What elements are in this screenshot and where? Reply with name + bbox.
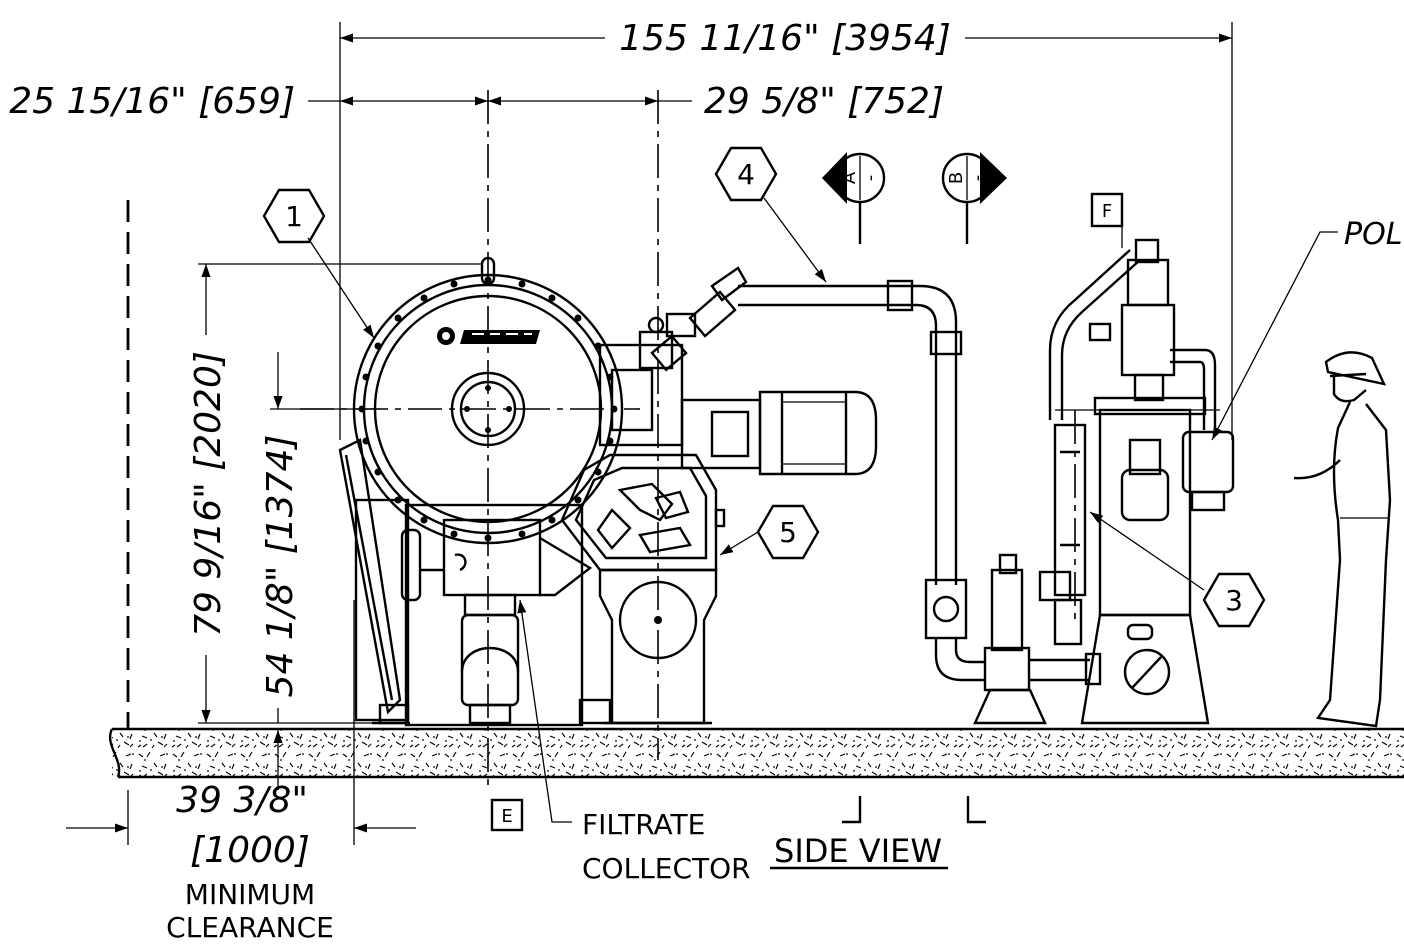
detail-tag-e: E — [490, 798, 524, 832]
dimension-center-offset: 29 5/8" [752] — [488, 81, 944, 122]
dimension-center-height: 54 1/8" [1374] — [260, 352, 301, 790]
svg-text:F: F — [1102, 201, 1112, 222]
clearance-label: CLEARANCE — [166, 911, 334, 944]
overall-height-label: 79 9/16" [2020] — [188, 351, 229, 637]
callout-3: 3 — [1089, 511, 1266, 628]
center-height-label: 54 1/8" [1374] — [260, 435, 301, 698]
section-markers-bottom — [842, 796, 986, 824]
svg-text:5: 5 — [779, 516, 797, 549]
filter-vessel — [1053, 396, 1210, 725]
pump-skid — [973, 553, 1102, 725]
svg-text:-: - — [967, 175, 988, 182]
callout-5: 5 — [719, 504, 820, 560]
svg-text:1: 1 — [285, 200, 303, 233]
inlet-valve — [638, 266, 748, 372]
svg-text:POL: POL — [1344, 217, 1402, 252]
svg-text:4: 4 — [737, 158, 755, 191]
rotating-chamber — [560, 453, 726, 572]
brand-logo — [437, 327, 540, 345]
dimension-left-offset: 25 15/16" [659] — [9, 81, 488, 122]
chamber-pedestal — [598, 568, 718, 725]
clearance-mm-label: [1000] — [190, 830, 310, 871]
svg-text:E: E — [501, 806, 512, 827]
dimension-overall-height: 79 9/16" [2020] — [188, 264, 229, 723]
dimension-clearance: 39 3/8" [1000] MINIMUM CLEARANCE — [66, 780, 416, 944]
svg-text:SIDE VIEW: SIDE VIEW — [774, 832, 942, 870]
svg-text:B: B — [946, 172, 967, 184]
callout-1: 1 — [262, 188, 375, 339]
overall-width-label: 155 11/16" [3954] — [619, 18, 951, 59]
floor-slab — [109, 727, 1404, 779]
svg-text:COLLECTOR: COLLECTOR — [582, 852, 751, 885]
svg-text:FILTRATE: FILTRATE — [582, 808, 705, 841]
interconnect-pipe — [738, 279, 985, 682]
svg-text:A: A — [839, 171, 860, 184]
detail-tag-f: F — [1090, 192, 1124, 248]
drum-support-frame — [338, 438, 612, 727]
left-offset-label: 25 15/16" [659] — [9, 81, 295, 122]
svg-text:3: 3 — [1225, 584, 1243, 617]
filtrate-collector — [442, 518, 593, 725]
valve-stack — [1048, 238, 1235, 512]
center-offset-label: 29 5/8" [752] — [704, 81, 944, 122]
section-marker-a-top: A - — [822, 152, 886, 244]
minimum-label: MINIMUM — [185, 878, 315, 911]
svg-text:-: - — [860, 175, 881, 182]
filtrate-collector-note: FILTRATE COLLECTOR — [517, 599, 751, 885]
extension-lines — [127, 22, 1233, 845]
view-title: SIDE VIEW — [770, 832, 948, 870]
pol-note: POL — [1211, 217, 1402, 441]
center-lines — [126, 90, 1076, 790]
section-marker-b-top: B - — [941, 152, 1007, 244]
person-figure — [1293, 351, 1392, 728]
clearance-inch-label: 39 3/8" — [176, 780, 308, 821]
dimension-overall-width: 155 11/16" [3954] — [340, 18, 1232, 59]
callout-4: 4 — [714, 146, 827, 283]
